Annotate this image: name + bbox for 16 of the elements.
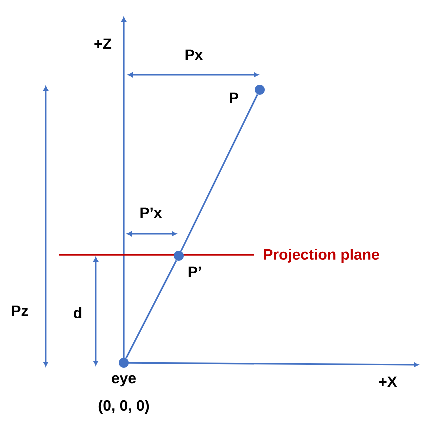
axis-label: +X [379, 376, 398, 388]
point-dot [255, 85, 265, 95]
point-label: P [230, 92, 238, 104]
projection-line [126, 260, 178, 359]
point-label: (0, 0, 0) [98, 400, 150, 414]
dimension-label: Pz [12, 306, 28, 316]
point-dot [119, 358, 129, 368]
projection-line [180, 94, 258, 252]
point-label: eye [112, 375, 136, 387]
dimension-label: P’x [140, 208, 162, 218]
point-dot [174, 251, 184, 261]
axis-label: +Z [94, 38, 112, 50]
point-label: P’ [188, 266, 202, 278]
plane-label: Projection plane [264, 249, 380, 263]
dimension-label: Px [186, 50, 204, 60]
dimension-label: d [74, 308, 82, 318]
